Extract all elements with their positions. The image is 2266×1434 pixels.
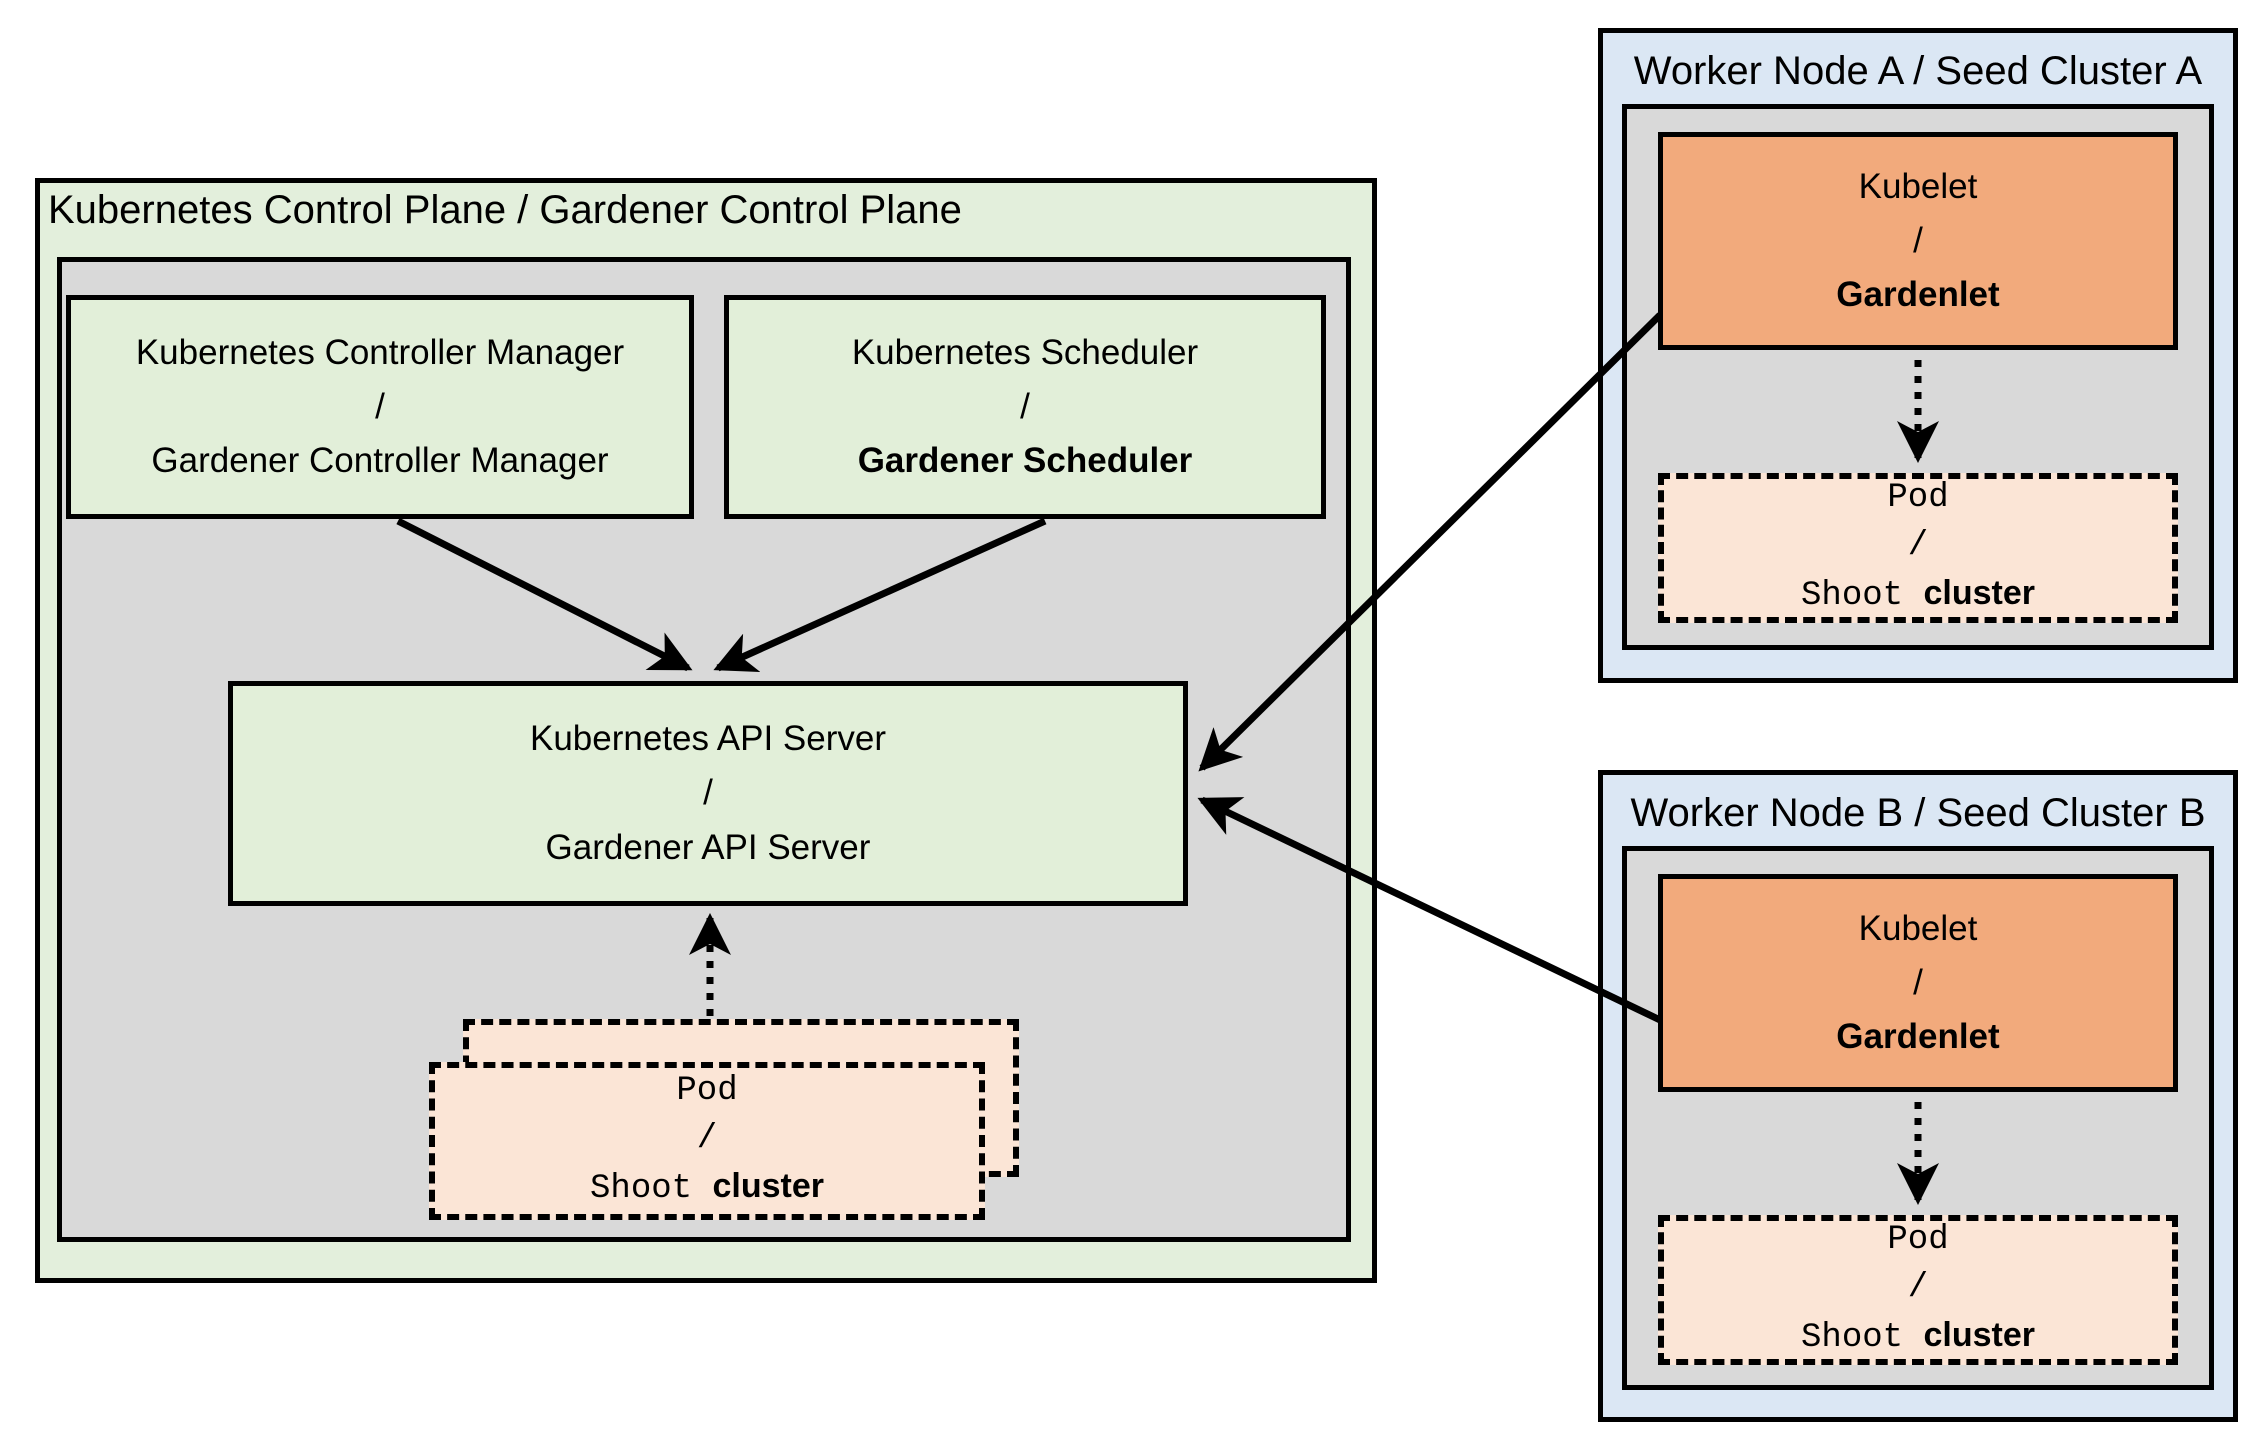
- kubelet-b-line1: Kubelet: [1858, 908, 1978, 948]
- pod-a-line2-plain: cluster: [1923, 574, 2035, 613]
- pod-b-box: Pod / Shoot cluster: [1658, 1215, 2178, 1365]
- kubelet-b-box: Kubelet / Gardenlet: [1658, 874, 2178, 1092]
- kubelet-a-line1: Kubelet: [1858, 166, 1978, 206]
- pod-b-line1: Pod: [1887, 1221, 1949, 1260]
- pod-b-separator: /: [1907, 1268, 1929, 1307]
- kubelet-a-separator: /: [1913, 220, 1923, 260]
- control-plane-title: Kubernetes Control Plane / Gardener Cont…: [48, 188, 962, 232]
- controller-manager-line2: Gardener Controller Manager: [151, 441, 609, 481]
- kubelet-b-line2: Gardenlet: [1836, 1017, 2000, 1057]
- pod-a-line2: Shoot cluster: [1801, 570, 2035, 621]
- scheduler-line1: Kubernetes Scheduler: [851, 332, 1199, 372]
- pod-a-line1: Pod: [1887, 479, 1949, 518]
- api-server-box: Kubernetes API Server / Gardener API Ser…: [228, 681, 1188, 906]
- cp-pod-separator: /: [696, 1119, 718, 1158]
- scheduler-box: Kubernetes Scheduler / Gardener Schedule…: [724, 295, 1326, 519]
- worker-node-a-title: Worker Node A / Seed Cluster A: [1633, 49, 2203, 93]
- controller-manager-line1: Kubernetes Controller Manager: [135, 332, 625, 372]
- api-server-line1: Kubernetes API Server: [529, 719, 887, 759]
- pod-shoot-stack-front-box: Pod / Shoot cluster: [429, 1062, 985, 1220]
- pod-a-box: Pod / Shoot cluster: [1658, 473, 2178, 623]
- cp-pod-line2-code: Shoot: [590, 1170, 693, 1209]
- kubelet-a-line2: Gardenlet: [1836, 275, 2000, 315]
- pod-b-line2-code: Shoot: [1801, 1319, 1904, 1358]
- cp-pod-line2: Shoot cluster: [590, 1163, 824, 1214]
- pod-b-line2-plain: cluster: [1923, 1316, 2035, 1355]
- kubelet-b-separator: /: [1913, 962, 1923, 1002]
- api-server-line2: Gardener API Server: [545, 827, 871, 867]
- controller-manager-separator: /: [375, 386, 385, 426]
- scheduler-line2: Gardener Scheduler: [857, 441, 1193, 481]
- worker-node-b-title: Worker Node B / Seed Cluster B: [1630, 791, 2206, 835]
- cp-pod-line1: Pod: [676, 1072, 738, 1111]
- pod-b-line2: Shoot cluster: [1801, 1312, 2035, 1363]
- controller-manager-box: Kubernetes Controller Manager / Gardener…: [66, 295, 694, 519]
- cp-pod-line2-plain: cluster: [712, 1167, 824, 1206]
- pod-a-separator: /: [1907, 526, 1929, 565]
- api-server-separator: /: [703, 773, 713, 813]
- pod-a-line2-code: Shoot: [1801, 577, 1904, 616]
- kubelet-a-box: Kubelet / Gardenlet: [1658, 132, 2178, 350]
- scheduler-separator: /: [1020, 386, 1030, 426]
